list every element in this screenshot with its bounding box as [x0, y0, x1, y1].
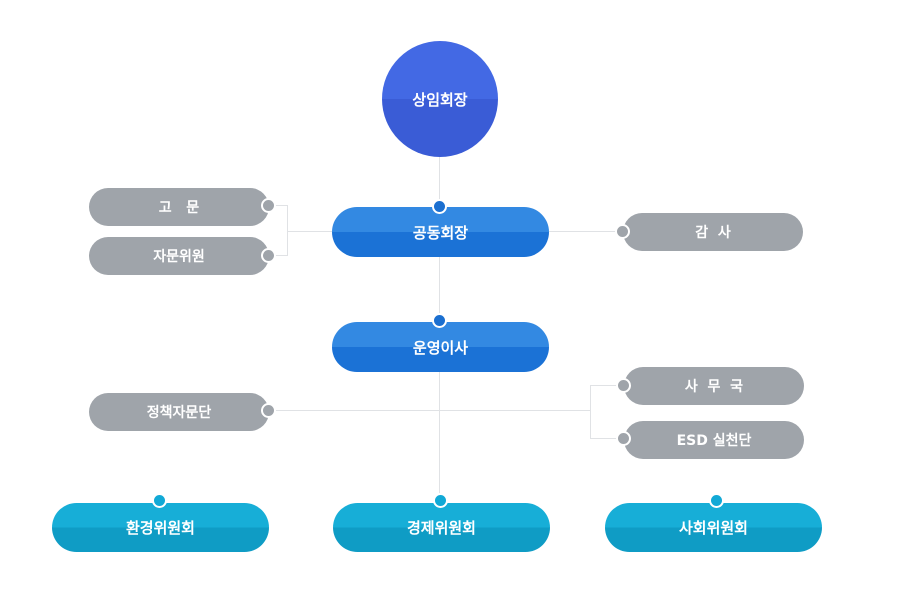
node-committee-environment-label: 환경위원회	[125, 519, 195, 537]
connector-advisors-bracket-v	[287, 205, 288, 256]
node-auditor-connector-dot	[615, 224, 630, 239]
node-committee-economy-label: 경제위원회	[406, 519, 476, 537]
node-advisory-member[interactable]: 자문위원	[89, 237, 269, 275]
node-committee-economy-connector-dot	[433, 493, 448, 508]
connector-secretariat-stub	[590, 385, 624, 386]
node-chairman-label: 상임회장	[412, 90, 468, 109]
node-advisor-connector-dot	[261, 198, 276, 213]
connector-esd-stub	[590, 438, 624, 439]
node-esd-team[interactable]: ESD 실천단	[624, 421, 804, 459]
node-advisory-member-connector-dot	[261, 248, 276, 263]
node-secretariat-label: 사 무 국	[684, 379, 744, 395]
node-co-chair-connector-dot	[432, 199, 447, 214]
node-committee-society[interactable]: 사회위원회	[605, 503, 822, 552]
node-esd-team-label: ESD 실천단	[676, 433, 752, 449]
node-operating-director-label: 운영이사	[412, 338, 469, 357]
node-committee-society-connector-dot	[709, 493, 724, 508]
node-committee-environment[interactable]: 환경위원회	[52, 503, 269, 552]
connector-cochair-auditor	[548, 231, 623, 232]
connector-advisor2-stub	[272, 255, 288, 256]
node-operating-director[interactable]: 운영이사	[332, 322, 549, 372]
node-secretariat-connector-dot	[616, 378, 631, 393]
node-committee-environment-connector-dot	[152, 493, 167, 508]
connector-policy-secretariat	[272, 410, 590, 411]
connector-advisors-bracket-h	[287, 231, 334, 232]
node-auditor[interactable]: 감 사	[623, 213, 803, 251]
node-secretariat[interactable]: 사 무 국	[624, 367, 804, 405]
connector-advisor1-stub	[272, 205, 288, 206]
node-policy-advisory-connector-dot	[261, 403, 276, 418]
node-advisory-member-label: 자문위원	[153, 249, 205, 265]
node-auditor-label: 감 사	[695, 225, 731, 241]
node-advisor[interactable]: 고 문	[89, 188, 269, 226]
node-committee-economy[interactable]: 경제위원회	[333, 503, 550, 552]
node-policy-advisory-label: 정책자문단	[146, 405, 212, 421]
connector-right-bracket-v	[590, 385, 591, 438]
node-committee-society-label: 사회위원회	[678, 519, 748, 537]
node-co-chair-label: 공동회장	[412, 223, 469, 242]
node-co-chair[interactable]: 공동회장	[332, 207, 549, 257]
node-esd-team-connector-dot	[616, 431, 631, 446]
node-policy-advisory[interactable]: 정책자문단	[89, 393, 269, 431]
node-operating-director-connector-dot	[432, 313, 447, 328]
node-advisor-label: 고 문	[158, 200, 200, 216]
node-chairman[interactable]: 상임회장	[382, 41, 498, 157]
